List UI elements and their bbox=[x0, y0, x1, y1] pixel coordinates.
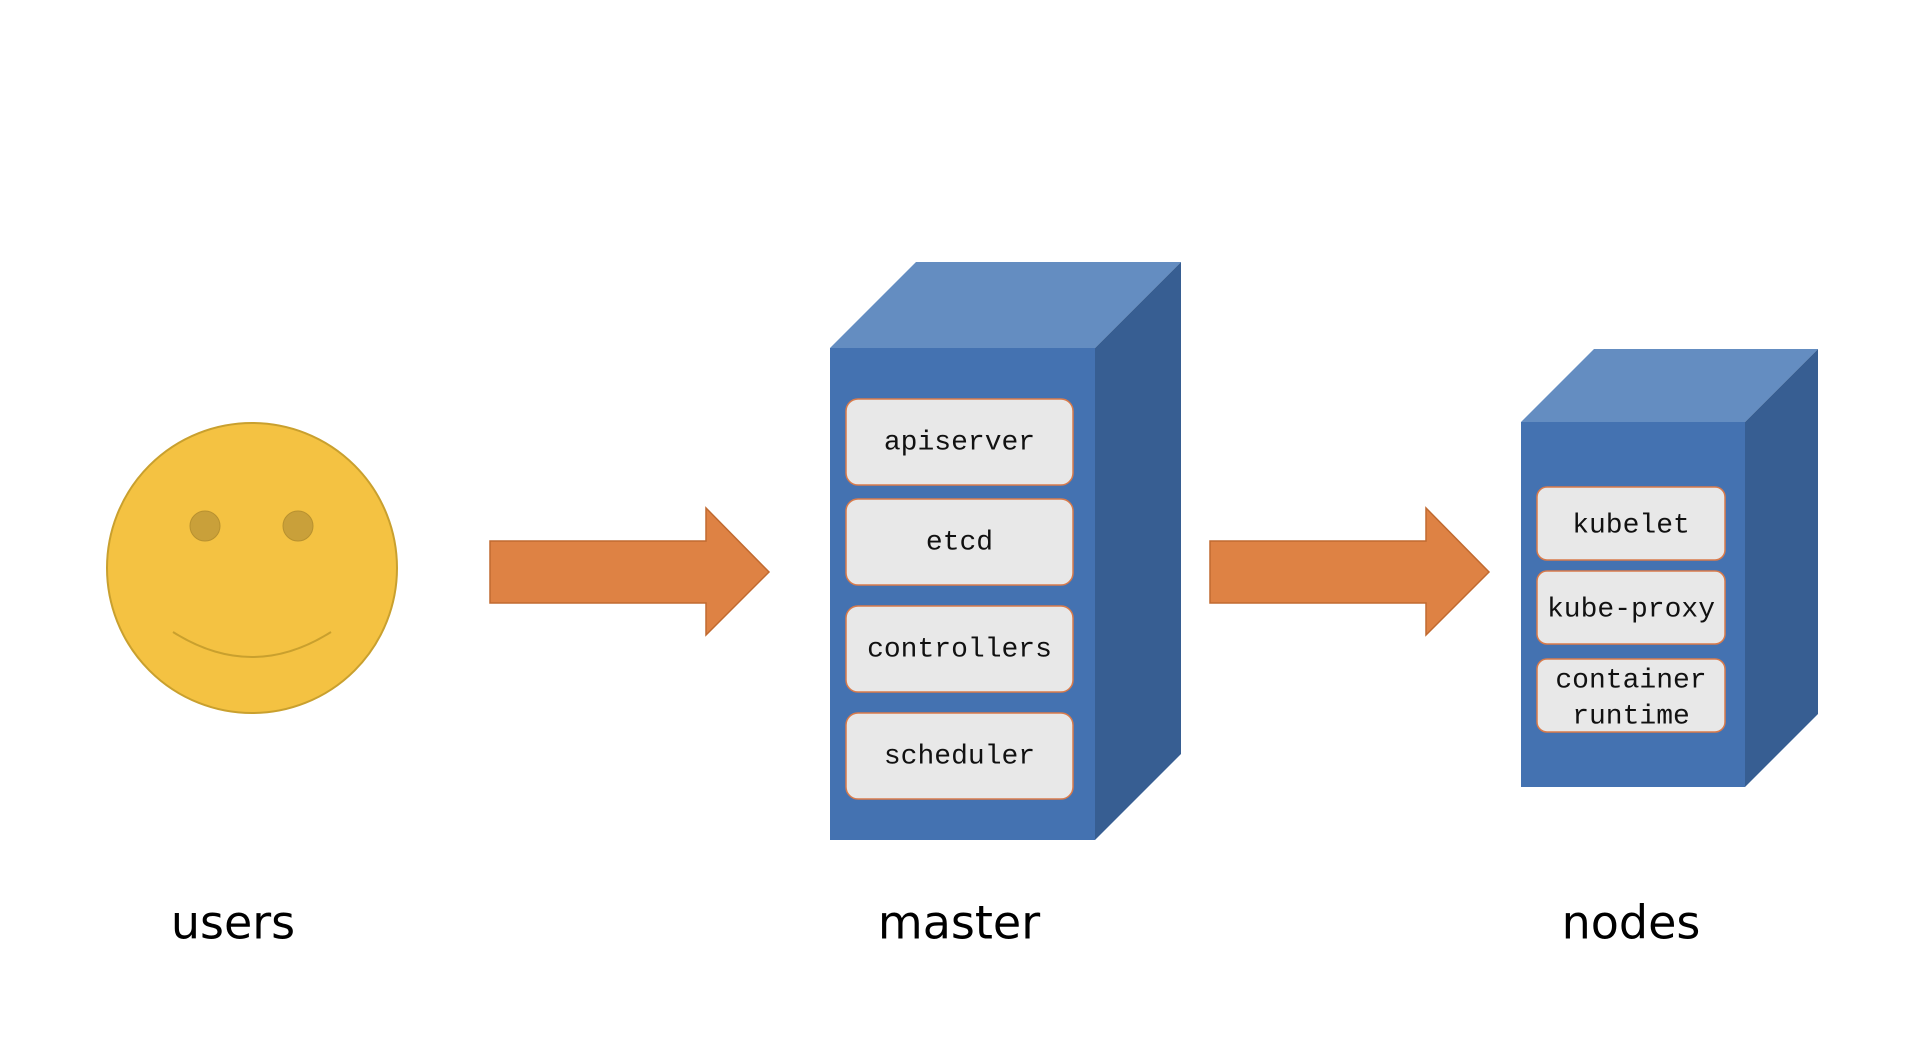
component-label: etcd bbox=[926, 527, 993, 558]
master-component-apiserver: apiserver bbox=[845, 398, 1074, 486]
face-circle bbox=[106, 422, 398, 714]
node-component-container-runtime: container runtime bbox=[1536, 658, 1726, 733]
master-caption: master bbox=[878, 896, 1040, 950]
nodes-caption: nodes bbox=[1562, 896, 1701, 950]
component-label: kubelet bbox=[1572, 510, 1690, 541]
right-eye bbox=[282, 510, 314, 542]
node-component-kube-proxy: kube-proxy bbox=[1536, 570, 1726, 645]
users-smiley-icon bbox=[106, 422, 398, 714]
component-label-line1: container bbox=[1555, 665, 1706, 696]
left-eye bbox=[189, 510, 221, 542]
smile-mouth bbox=[172, 631, 332, 658]
component-label: apiserver bbox=[884, 427, 1035, 458]
node-component-kubelet: kubelet bbox=[1536, 486, 1726, 561]
arrow-users-to-master bbox=[489, 506, 771, 637]
master-component-etcd: etcd bbox=[845, 498, 1074, 586]
component-label: scheduler bbox=[884, 741, 1035, 772]
component-label-line2: runtime bbox=[1572, 701, 1690, 732]
arrow-master-to-nodes bbox=[1209, 506, 1491, 637]
component-label: kube-proxy bbox=[1547, 594, 1715, 625]
master-component-controllers: controllers bbox=[845, 605, 1074, 693]
nodes-server-top bbox=[1521, 349, 1818, 422]
master-server-side bbox=[1095, 262, 1181, 840]
master-server-top bbox=[830, 262, 1181, 348]
users-caption: users bbox=[171, 896, 295, 950]
component-label: controllers bbox=[867, 634, 1052, 665]
nodes-server-side bbox=[1745, 349, 1818, 787]
master-component-scheduler: scheduler bbox=[845, 712, 1074, 800]
